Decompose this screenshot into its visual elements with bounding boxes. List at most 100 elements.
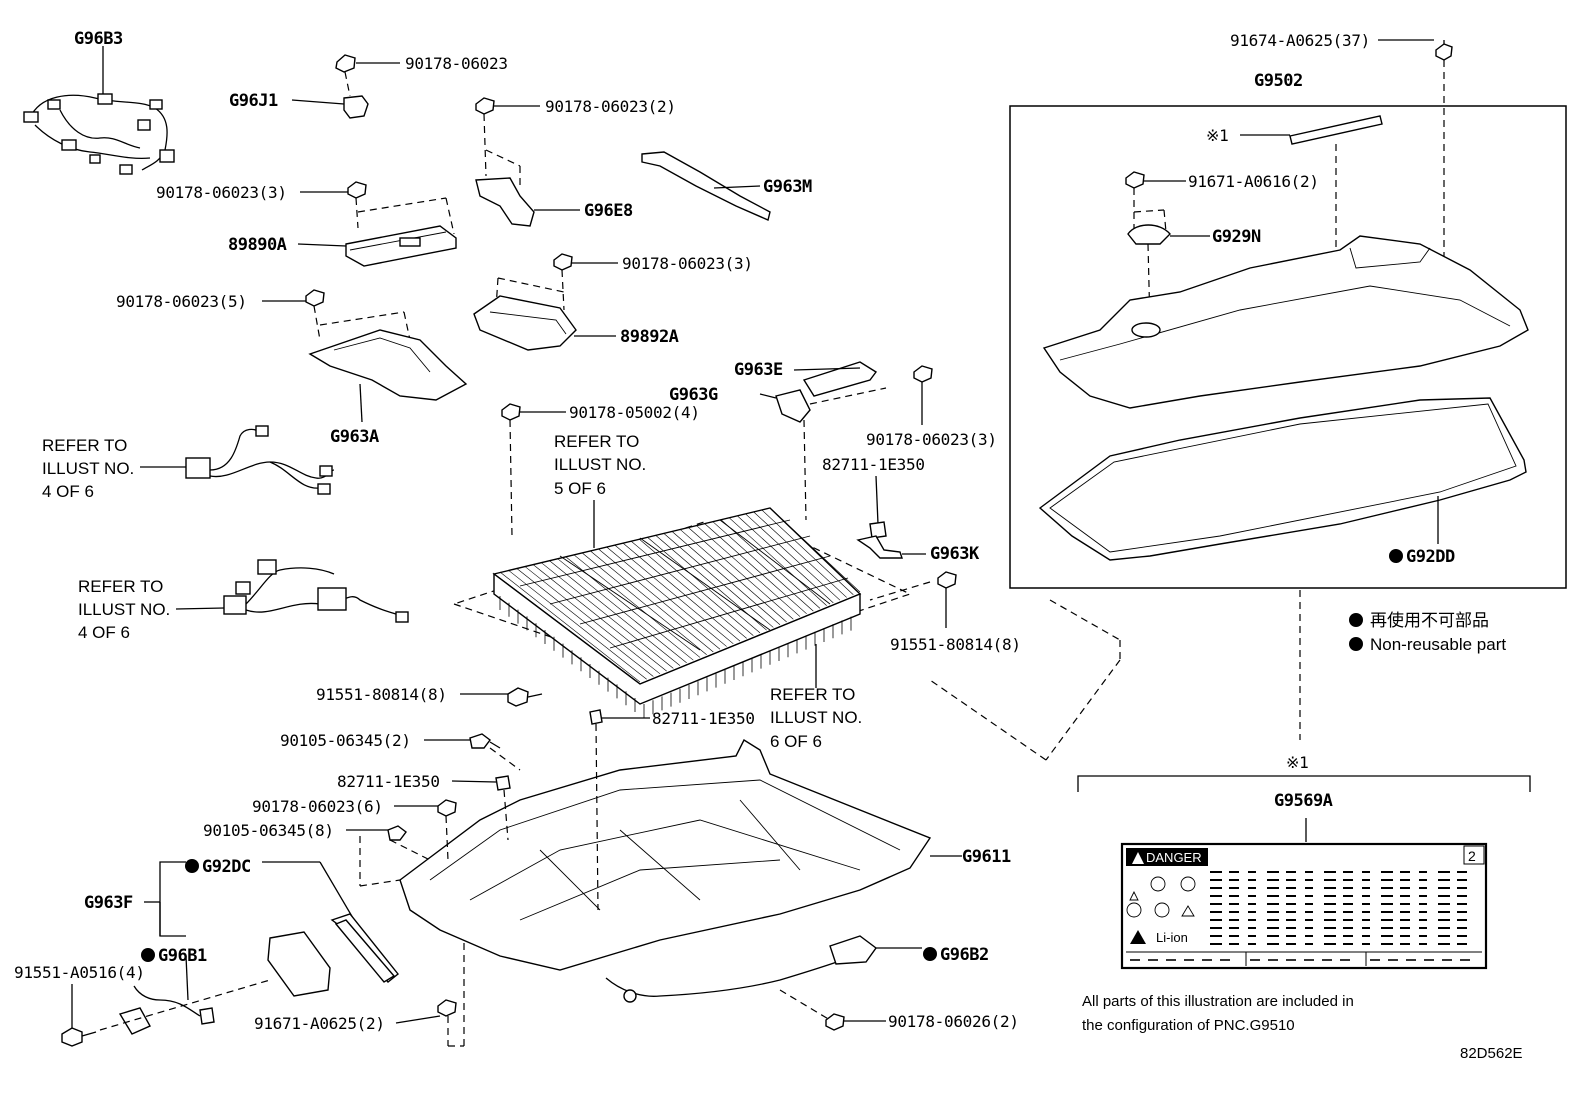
label-danger: DANGER — [1146, 850, 1202, 865]
cell-ridge — [679, 529, 787, 623]
diagram-id: 82D562E — [1460, 1045, 1523, 1062]
cell-ridge — [671, 531, 781, 625]
refer-c-line1: REFER TO — [554, 432, 639, 451]
non-reusable-dot — [1389, 549, 1403, 563]
cell-ridge — [728, 517, 827, 606]
cell-ridge — [548, 560, 681, 666]
label-90105-06345-2: 90105-06345(2) — [280, 731, 411, 750]
label-90178-06023: 90178-06023 — [405, 54, 508, 73]
refer-c-line2: ILLUST NO. — [554, 455, 646, 474]
label-g963f: G963F — [84, 893, 133, 913]
legend-dot-en — [1349, 637, 1363, 651]
label-mark1-a: ※1 — [1206, 126, 1228, 145]
legend-dot-jp — [1349, 613, 1363, 627]
label-li-ion: Li-ion — [1156, 930, 1188, 945]
label-g963k: G963K — [930, 544, 980, 564]
refer-d-line2: ILLUST NO. — [770, 708, 862, 727]
label-90178-06026-2: 90178-06026(2) — [888, 1012, 1019, 1031]
dot-g96b2 — [923, 947, 937, 961]
label-82711-1e350-c: 82711-1E350 — [337, 772, 440, 791]
label-g92dc: G92DC — [202, 857, 251, 877]
footer-line2: the configuration of PNC.G9510 — [1082, 1017, 1295, 1034]
cell-ridge — [614, 544, 734, 645]
refer-a-line1: REFER TO — [42, 436, 127, 455]
label-g96j1: G96J1 — [229, 91, 278, 111]
cell-ridge — [761, 509, 854, 595]
cell-ridge — [557, 558, 687, 664]
cell-ridge — [606, 546, 727, 647]
refer-d-line1: REFER TO — [770, 685, 855, 704]
g9569a-bracket — [1077, 775, 1531, 842]
label-91551-80814-8-b: 91551-80814(8) — [316, 685, 447, 704]
label-g96b3: G96B3 — [74, 29, 123, 49]
cell-ridge — [532, 564, 667, 672]
dot-g92dc — [185, 859, 199, 873]
bracket-parts-drawing — [262, 54, 468, 423]
refer-b-line1: REFER TO — [78, 577, 163, 596]
refer-b-line3: 4 OF 6 — [78, 623, 130, 642]
cell-ridge — [753, 511, 847, 598]
label-90105-06345-8: 90105-06345(8) — [203, 821, 334, 840]
upper-case-drawing — [1038, 39, 1529, 563]
refer-c-line3: 5 OF 6 — [554, 479, 606, 498]
left-harnesses-drawing — [140, 425, 409, 623]
cell-ridge — [524, 565, 661, 675]
cell-ridge — [745, 513, 841, 601]
legend-jp: 再使用不可部品 — [1370, 610, 1489, 630]
refer-b-line2: ILLUST NO. — [78, 600, 170, 619]
cell-ridge — [737, 515, 834, 604]
label-90178-06023-5: 90178-06023(5) — [116, 292, 247, 311]
cell-ridge — [589, 550, 714, 653]
cell-ridge — [655, 534, 767, 631]
g9502-frame — [1009, 105, 1567, 589]
g963f-group-drawing — [61, 861, 399, 1047]
center-top-parts-drawing — [473, 97, 933, 559]
cell-ridge — [540, 562, 674, 669]
cell-ridge — [597, 548, 721, 650]
cell-ridge — [647, 536, 761, 634]
label-g9502: G9502 — [1254, 71, 1303, 91]
cell-ridge — [638, 538, 754, 636]
label-g963a: G963A — [330, 427, 379, 447]
battery-stack-drawing — [452, 500, 957, 718]
refer-a-line3: 4 OF 6 — [42, 482, 94, 501]
label-90178-06023-2: 90178-06023(2) — [545, 97, 676, 116]
label-g963m: G963M — [763, 177, 812, 197]
legend-en: Non-reusable part — [1370, 635, 1506, 654]
dot-g96b1 — [141, 948, 155, 962]
cell-ridge — [565, 556, 694, 661]
cell-ridge — [687, 527, 794, 620]
label-91551-a0516-4: 91551-A0516(4) — [14, 963, 145, 982]
label-mark1-b: ※1 — [1286, 753, 1308, 772]
footer-line1: All parts of this illustration are inclu… — [1082, 993, 1354, 1010]
cell-ridge — [622, 542, 741, 642]
cell-ridge — [704, 523, 807, 615]
label-91671-a0616-2: 91671-A0616(2) — [1188, 172, 1319, 191]
label-91674-a0625-37: 91674-A0625(37) — [1230, 31, 1370, 50]
label-89890a: 89890A — [228, 235, 287, 255]
cell-ridge — [769, 507, 861, 593]
label-g9611: G9611 — [962, 847, 1011, 867]
label-g929n: G929N — [1212, 227, 1261, 247]
refer-d-line3: 6 OF 6 — [770, 732, 822, 751]
cell-ridge — [573, 554, 701, 658]
battery-tray-drawing — [346, 709, 962, 1047]
label-82711-1e350-a: 82711-1E350 — [822, 455, 925, 474]
label-90178-05002-4: 90178-05002(4) — [569, 403, 700, 422]
label-91551-80814-8-a: 91551-80814(8) — [890, 635, 1021, 654]
label-g96e8: G96E8 — [584, 201, 633, 221]
label-g96b1: G96B1 — [158, 946, 207, 966]
label-90178-06023-3-a: 90178-06023(3) — [156, 183, 287, 202]
label-g92dd: G92DD — [1406, 547, 1455, 567]
label-g9569a: G9569A — [1274, 791, 1333, 811]
refer-a-line2: ILLUST NO. — [42, 459, 134, 478]
label-g96b2: G96B2 — [940, 945, 989, 965]
wire-harness-g96b3-drawing — [23, 46, 175, 175]
cell-ridge — [720, 519, 821, 609]
label-90178-06023-3-b: 90178-06023(3) — [622, 254, 753, 273]
caution-label-drawing — [1120, 842, 1488, 970]
cell-ridge — [581, 552, 707, 655]
label-g963e: G963E — [734, 360, 783, 380]
label-90178-06023-6: 90178-06023(6) — [252, 797, 383, 816]
